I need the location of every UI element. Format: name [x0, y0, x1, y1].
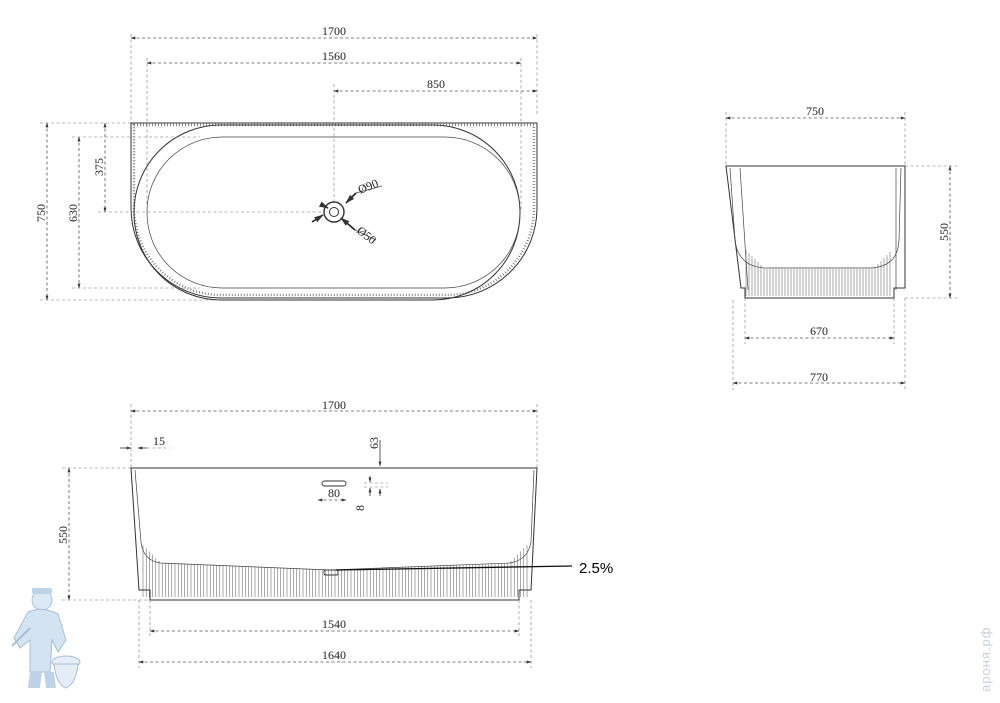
- dim-overflow-drop: 63: [367, 437, 381, 449]
- drain-outer-diameter: Ø90: [356, 176, 380, 197]
- overflow-slot: [321, 480, 347, 487]
- dim-end-foot-width: 770: [810, 370, 828, 384]
- dim-side-foot-length: 1640: [322, 648, 346, 662]
- end-view: 750 550 670 770: [725, 104, 957, 390]
- dim-side-height: 550: [56, 526, 70, 544]
- dim-side-base-length: 1540: [322, 617, 346, 631]
- watermark-text: ароня.рф: [978, 627, 993, 692]
- dim-inner-width: 630: [66, 204, 80, 222]
- dim-width: 750: [34, 204, 48, 222]
- dim-end-top-width: 750: [806, 104, 824, 118]
- tub-inner-basin: [146, 136, 521, 289]
- side-view-ribs: [142, 545, 528, 597]
- side-inner-basin: [134, 469, 535, 571]
- side-view: 80 63 8 2.5% 1700 15 550 1540 1640: [56, 398, 613, 668]
- dim-overflow-width: 80: [328, 486, 340, 500]
- dim-length: 1700: [322, 24, 346, 38]
- side-drain: [323, 569, 339, 576]
- top-view: Ø90 Ø50 1700 1560 850 750 630 375: [34, 24, 538, 301]
- dim-overflow-height: 8: [353, 505, 367, 511]
- dim-side-length: 1700: [322, 398, 346, 412]
- end-inner-basin: [729, 167, 902, 269]
- tub-rim: [133, 124, 521, 301]
- plumber-mascot-logo: [11, 588, 81, 689]
- tub-outer-outline: [130, 122, 538, 299]
- drain-inner: [329, 207, 339, 217]
- dim-end-height: 550: [937, 223, 951, 241]
- dim-drain-depth: 375: [92, 158, 106, 176]
- dim-drain-offset: 850: [427, 77, 445, 91]
- dim-rim: 15: [153, 434, 165, 448]
- dim-end-base-width: 670: [810, 324, 828, 338]
- slope-label: 2.5%: [579, 560, 613, 577]
- drain-inner-diameter: Ø50: [354, 223, 379, 247]
- dim-inner-length: 1560: [322, 49, 346, 63]
- slope-leader: [335, 565, 573, 571]
